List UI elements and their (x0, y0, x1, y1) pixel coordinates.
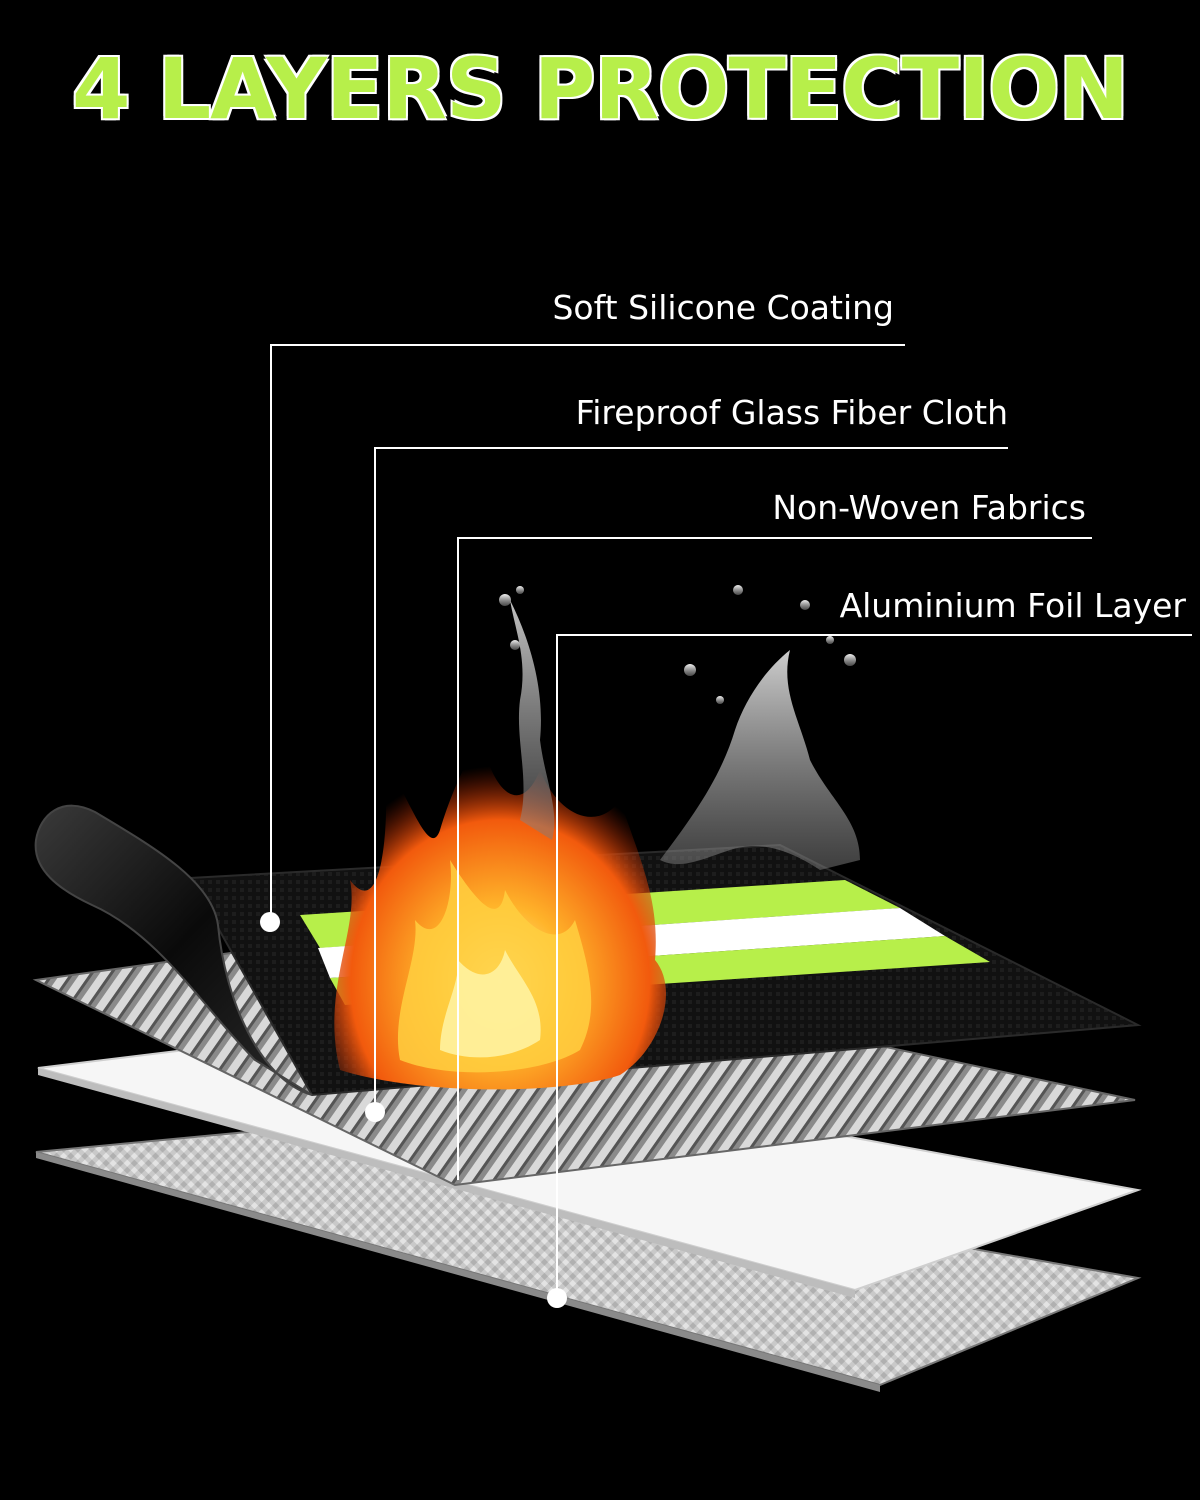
label-fireproof-glass-fiber-cloth: Fireproof Glass Fiber Cloth (575, 393, 1008, 432)
headline: 4 LAYERS PROTECTION (71, 40, 1129, 138)
marker-dot-silicone (260, 912, 280, 932)
water-splash-icon (499, 585, 860, 870)
marker-dot-foil (547, 1288, 567, 1308)
aluminium-foil-layer (35, 1126, 1142, 1392)
leader-line-foil (556, 634, 1192, 1297)
leader-line-silicone (270, 344, 905, 920)
leader-line-glass-fiber (374, 447, 1008, 1110)
leader-dots (260, 912, 567, 1308)
fire-icon (334, 730, 667, 1090)
label-soft-silicone-coating: Soft Silicone Coating (552, 288, 894, 327)
leader-lines (270, 344, 1192, 1297)
label-non-woven-fabrics: Non-Woven Fabrics (772, 488, 1086, 527)
label-aluminium-foil-layer: Aluminium Foil Layer (839, 586, 1186, 625)
leader-line-non-woven (457, 537, 1092, 1180)
marker-dot-glass-fiber (365, 1102, 385, 1122)
